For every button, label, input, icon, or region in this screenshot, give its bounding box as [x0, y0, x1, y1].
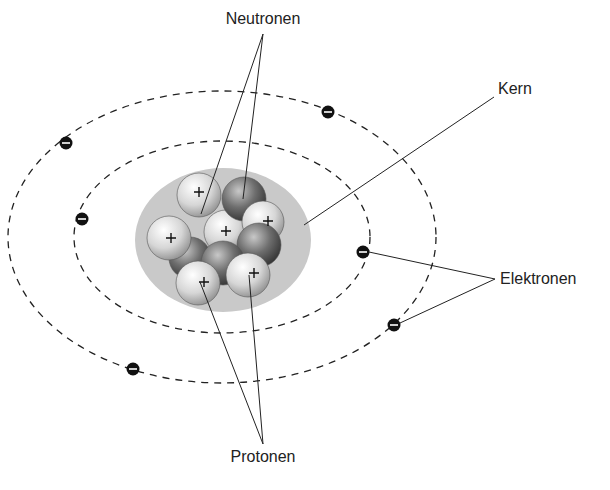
proton — [177, 173, 221, 217]
proton — [147, 216, 191, 260]
part-label: Elektronen — [500, 270, 577, 288]
electron — [60, 106, 401, 376]
proton — [226, 253, 270, 297]
leader-line — [200, 34, 495, 444]
part-label: Protonen — [231, 448, 296, 466]
part-label: Neutronen — [226, 10, 301, 28]
proton — [176, 261, 220, 305]
inner-orbit — [74, 141, 370, 333]
plus-sign — [166, 187, 273, 287]
part-label: Kern — [498, 80, 532, 98]
nucleons — [147, 173, 284, 305]
nucleus-area — [135, 168, 311, 312]
